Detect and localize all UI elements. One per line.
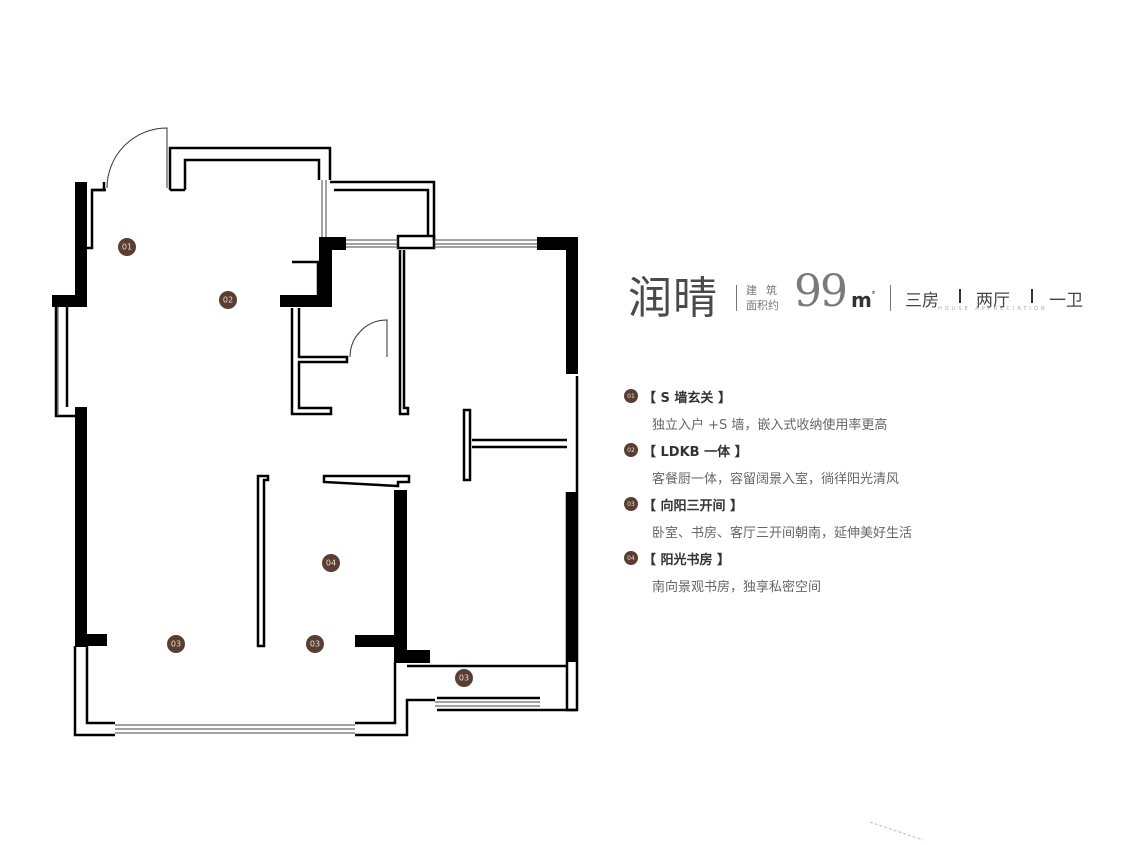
plan-marker-label: 01: [122, 243, 132, 252]
plan-marker-circle: [322, 554, 340, 572]
halls-count: 两厅: [976, 291, 1010, 311]
wall-outline: [322, 474, 411, 488]
window: [115, 724, 355, 734]
wall-outline: [290, 308, 349, 416]
divider: [959, 289, 961, 303]
feature-desc: 独立入户 +S 墙，嵌入式收纳使用率更高: [652, 418, 888, 433]
structural-wall: [52, 295, 87, 307]
area-label: 建筑 面积约: [746, 283, 792, 313]
feature-desc: 南向景观书房，独享私密空间: [652, 580, 822, 595]
divider: [890, 285, 891, 311]
wall-outline: [73, 646, 115, 737]
plan-marker-label: 03: [171, 640, 181, 649]
plan-marker-study: 04: [322, 554, 340, 572]
wall-outline: [472, 438, 567, 449]
feature-title: 【 向阳三开间 】: [643, 498, 744, 514]
area-unit-sup: ²: [871, 290, 875, 298]
plan-marker-entrance: 01: [118, 238, 136, 256]
bedrooms-count: 三房: [905, 291, 939, 311]
plan-marker-study-south: 03: [306, 635, 324, 653]
area-unit: m²: [851, 288, 875, 312]
structural-wall: [394, 650, 430, 663]
wall-outline: [256, 474, 270, 648]
divider: [736, 285, 737, 311]
feature-badge: 04: [624, 551, 638, 565]
area-unit-text: m: [851, 288, 872, 312]
structural-wall: [75, 634, 107, 646]
feature-badge: 03: [624, 497, 638, 511]
wall-outline: [355, 698, 435, 737]
plan-marker-label: 03: [310, 640, 320, 649]
plan-marker-living-dining-kitchen: 02: [219, 291, 237, 309]
wall-outline: [437, 696, 577, 712]
plan-marker-circle: [167, 635, 185, 653]
structural-wall: [75, 407, 87, 647]
structural-wall: [319, 237, 346, 250]
plan-marker-circle: [455, 669, 473, 687]
feature-item: 04 【 阳光书房 】 南向景观书房，独享私密空间: [624, 549, 1044, 595]
structural-wall: [355, 635, 407, 647]
window: [434, 239, 537, 248]
plan-marker-label: 04: [326, 559, 336, 568]
feature-desc: 客餐厨一体，容留阔景入室，徜徉阳光清风: [652, 472, 900, 487]
wall-outline: [86, 182, 106, 250]
feature-item: 02 【 LDKB 一体 】 客餐厨一体，容留阔景入室，徜徉阳光清风: [624, 441, 1044, 487]
feature-desc: 卧室、书房、客厅三开间朝南，延伸美好生活: [652, 526, 913, 541]
structural-wall: [319, 237, 332, 307]
feature-badge: 02: [624, 443, 638, 457]
wall-outline: [85, 646, 115, 725]
wall-outline: [54, 306, 75, 418]
feature-item: 01 【 S 墙玄关 】 独立入户 +S 墙，嵌入式收纳使用率更高: [624, 387, 1044, 433]
feature-title: 【 S 墙玄关 】: [643, 390, 731, 406]
smudge-mark: [869, 821, 924, 841]
structural-wall: [394, 490, 407, 660]
feature-list: 01 【 S 墙玄关 】 独立入户 +S 墙，嵌入式收纳使用率更高 02 【 LDK…: [624, 387, 1044, 595]
bathrooms-count: 一卫: [1049, 291, 1083, 311]
feature-item: 03 【 向阳三开间 】 卧室、书房、客厅三开间朝南，延伸美好生活: [624, 495, 1044, 541]
plan-marker-circle: [306, 635, 324, 653]
plan-marker-circle: [118, 238, 136, 256]
wall-outline: [398, 250, 410, 416]
structural-wall: [566, 237, 578, 374]
wall-outline: [330, 180, 436, 240]
wall-outline: [462, 408, 472, 482]
wall-outline: [183, 158, 321, 190]
feature-title: 【 LDKB 一体 】: [643, 444, 748, 460]
door-swing: [106, 127, 168, 189]
plan-marker-circle: [219, 291, 237, 309]
wall-outline: [292, 260, 320, 296]
subtitle-en: HOUSE APPRECIATION: [938, 306, 1048, 312]
feature-badge: 01: [624, 389, 638, 403]
area-label-line1: 建筑: [746, 284, 786, 297]
area-label-line2: 面积约: [746, 299, 779, 312]
project-name: 润晴: [628, 273, 718, 324]
wall-outline: [396, 234, 436, 250]
plan-marker-bedroom-south: 03: [455, 669, 473, 687]
structural-wall: [75, 182, 87, 306]
plan-marker-living-room-south: 03: [167, 635, 185, 653]
window: [345, 239, 398, 248]
area-value: 99: [794, 266, 848, 317]
door-swing: [349, 319, 388, 358]
plan-marker-label: 03: [459, 674, 469, 683]
divider: [1031, 289, 1033, 303]
window: [435, 701, 540, 707]
structural-wall: [566, 492, 578, 662]
wall-outline: [168, 146, 332, 190]
window: [321, 180, 327, 238]
plan-marker-label: 02: [223, 296, 233, 305]
feature-title: 【 阳光书房 】: [643, 552, 731, 568]
wall-outline: [355, 662, 397, 725]
